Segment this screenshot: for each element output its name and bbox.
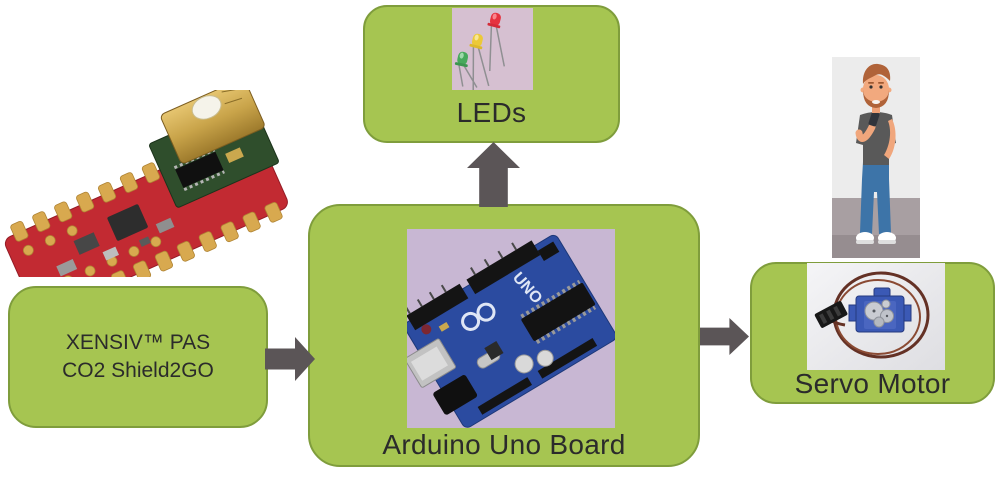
arduino-node-label: Arduino Uno Board — [382, 429, 626, 460]
smd-part — [438, 321, 450, 332]
arduino-board-group: UNO — [407, 234, 615, 428]
arrow-right-icon — [700, 318, 749, 355]
sensor-board-group — [4, 90, 288, 277]
person-illustration — [832, 57, 920, 258]
co2-sensor-can — [160, 90, 265, 164]
arduino-board-photo: UNO — [407, 229, 615, 428]
capacitor — [514, 354, 534, 374]
pin-headers — [407, 240, 598, 415]
green-led — [454, 51, 478, 88]
gold-pads — [10, 152, 283, 277]
mcu-chip — [520, 279, 597, 345]
arduino-logo — [461, 302, 496, 331]
usb-connector-top — [410, 346, 448, 381]
servo-node-label: Servo Motor — [794, 368, 951, 399]
leds-photo — [452, 8, 533, 90]
cartoon-man — [855, 63, 896, 244]
header-pins — [407, 242, 518, 315]
xensiv-node-label: XENSIV™ PAS CO2 Shield2GO — [62, 329, 214, 385]
arrow-up-icon — [467, 142, 520, 207]
power-jack — [433, 375, 478, 415]
xensiv-label-line1: XENSIV™ PAS — [65, 331, 211, 354]
smd-components — [56, 204, 175, 277]
leds-node-label: LEDs — [456, 97, 527, 128]
servo-body — [848, 287, 912, 333]
smd-part — [484, 340, 504, 361]
xensiv-sensor-board-photo — [0, 90, 293, 277]
yellow-led — [469, 33, 490, 90]
servo-motor-photo — [807, 263, 945, 370]
floor-edge — [832, 235, 920, 258]
node-xensiv-pas-co2-shield2go: XENSIV™ PAS CO2 Shield2GO — [8, 286, 268, 428]
red-led — [487, 12, 506, 71]
reset-button — [421, 324, 432, 335]
icsp-header — [537, 241, 560, 262]
servo-connector — [814, 301, 848, 328]
capacitor — [536, 349, 554, 367]
xensiv-label-line2: CO2 Shield2GO — [62, 359, 214, 382]
